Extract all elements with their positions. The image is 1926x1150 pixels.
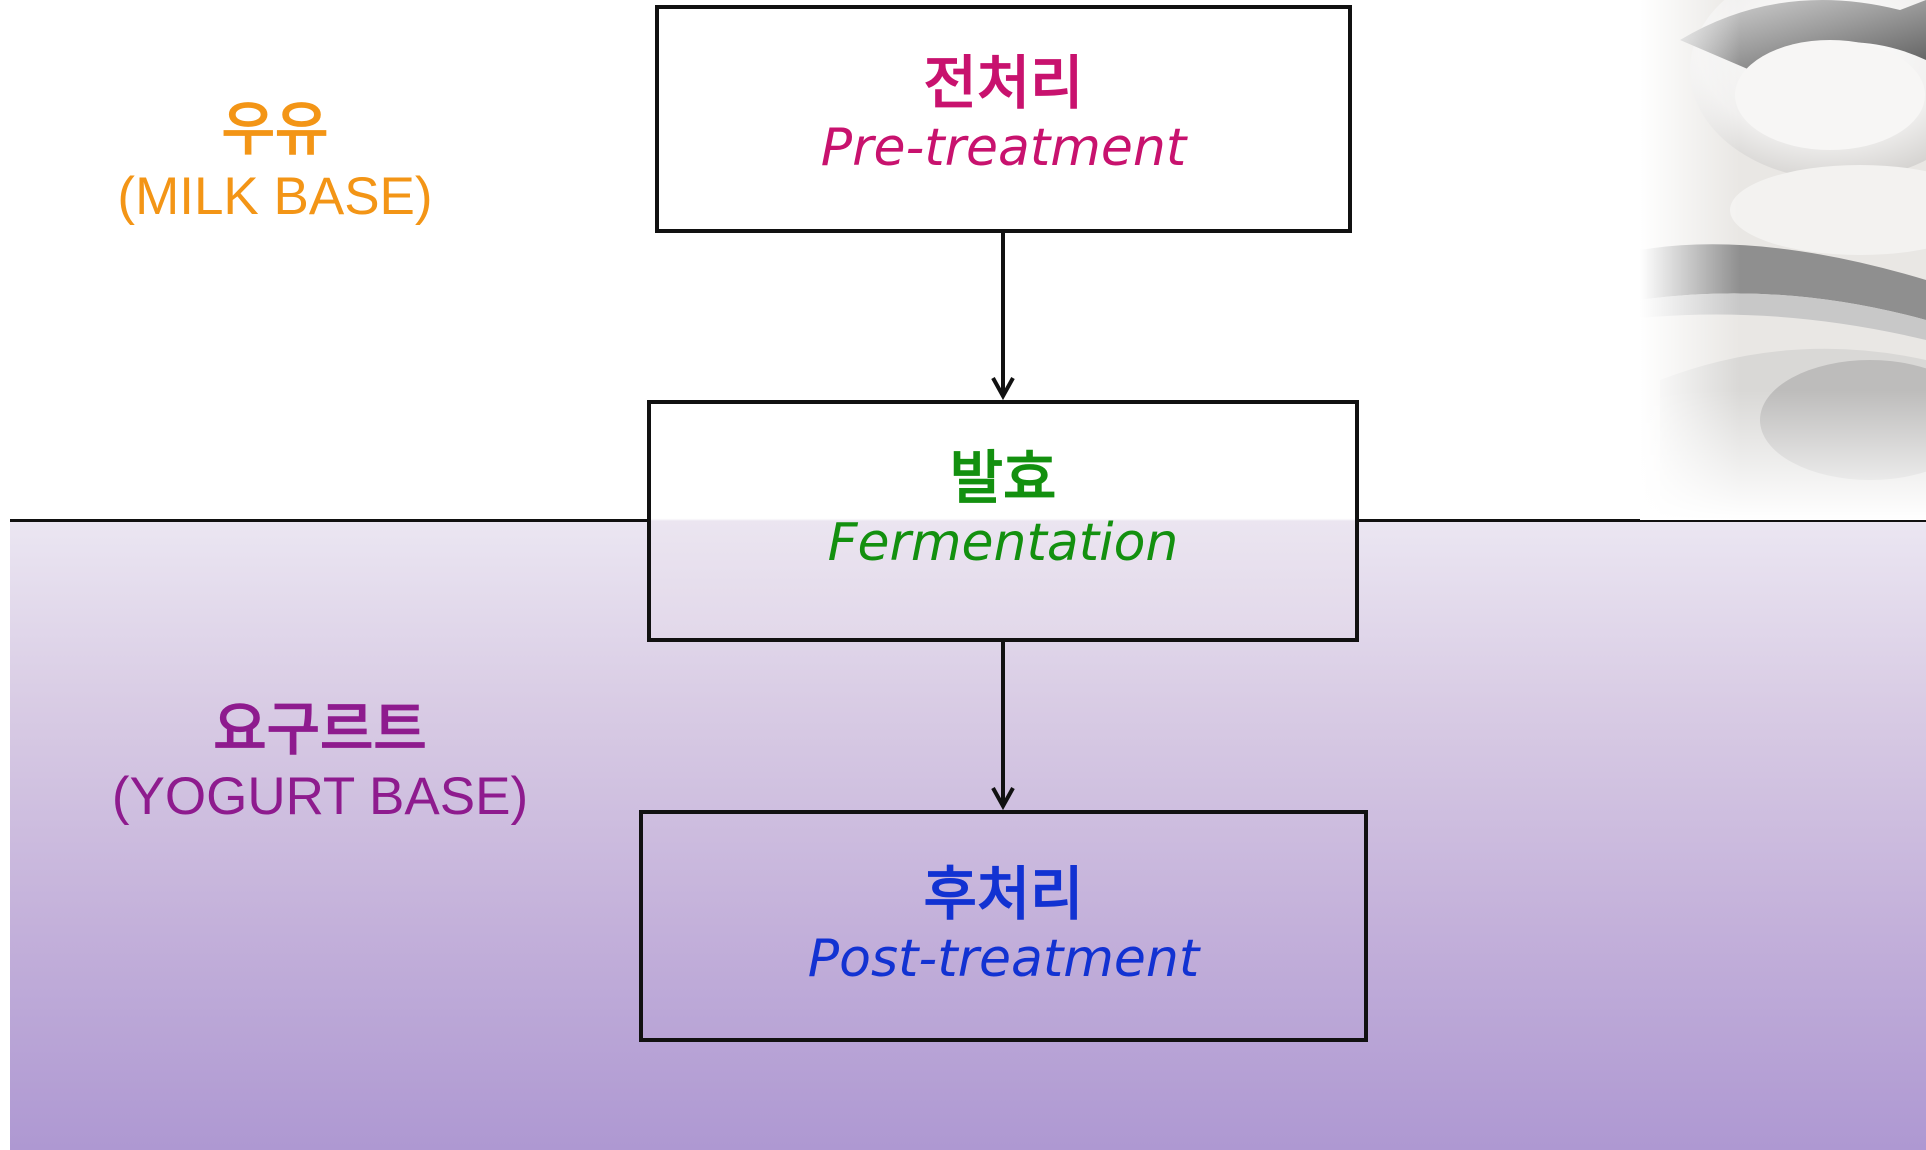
step-post-treatment-english: Post-treatment bbox=[807, 929, 1200, 989]
milk-base-english: (MILK BASE) bbox=[117, 166, 433, 226]
step-box-pre-treatment: 전처리 Pre-treatment bbox=[655, 5, 1352, 233]
yogurt-spoon-photo bbox=[1640, 0, 1926, 520]
milk-base-korean: 우유 bbox=[221, 95, 329, 163]
step-post-treatment-korean: 후처리 bbox=[923, 860, 1084, 928]
step-pre-treatment-korean: 전처리 bbox=[923, 49, 1084, 117]
step-box-post-treatment: 후처리 Post-treatment bbox=[639, 810, 1368, 1042]
yogurt-base-label: 요구르트 (YOGURT BASE) bbox=[105, 695, 535, 828]
step-fermentation-english: Fermentation bbox=[827, 513, 1179, 573]
arrowhead-pre-to-ferm bbox=[991, 377, 1015, 401]
step-fermentation-korean: 발효 bbox=[949, 444, 1057, 512]
yogurt-base-english: (YOGURT BASE) bbox=[111, 766, 529, 826]
step-pre-treatment-english: Pre-treatment bbox=[820, 118, 1187, 178]
yogurt-base-korean: 요구르트 bbox=[213, 695, 427, 763]
milk-base-label: 우유 (MILK BASE) bbox=[110, 95, 440, 228]
step-box-fermentation: 발효 Fermentation bbox=[647, 400, 1359, 642]
